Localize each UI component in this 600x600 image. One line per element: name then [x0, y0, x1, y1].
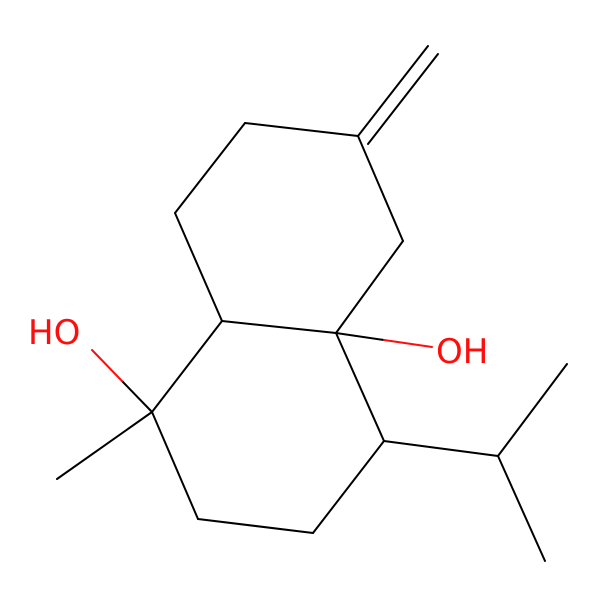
- bond-ring-top-4: [335, 240, 404, 334]
- hydroxyl-right-label: OH: [436, 332, 488, 372]
- bond-ring-fusion: [221, 320, 337, 334]
- bond-c-o-left-carbon: [121, 380, 153, 413]
- bond-ring-top-5: [174, 212, 223, 322]
- bond-isopropyl-2: [497, 363, 568, 457]
- bond-ring-top-1: [174, 122, 246, 214]
- bond-c-o-right-carbon: [335, 332, 385, 341]
- bond-ring-bottom-4: [312, 440, 385, 534]
- bond-ring-top-2: [244, 122, 359, 137]
- bond-methyl: [56, 411, 153, 480]
- bond-isopropyl-1: [383, 440, 499, 457]
- bond-ring-bottom-1: [151, 320, 223, 413]
- bond-methylene-b: [367, 53, 439, 145]
- bond-isopropyl-3: [497, 455, 546, 562]
- bond-c-o-right-oxygen: [383, 339, 433, 348]
- bond-methylene-a: [357, 45, 429, 137]
- bond-ring-top-3: [357, 135, 404, 242]
- bond-ring-bottom-2: [151, 411, 199, 520]
- bond-ring-bottom-5: [335, 332, 385, 442]
- hydroxyl-left-label: HO: [28, 313, 80, 353]
- bond-c-o-left-oxygen: [91, 349, 123, 382]
- bond-ring-bottom-3: [197, 518, 314, 534]
